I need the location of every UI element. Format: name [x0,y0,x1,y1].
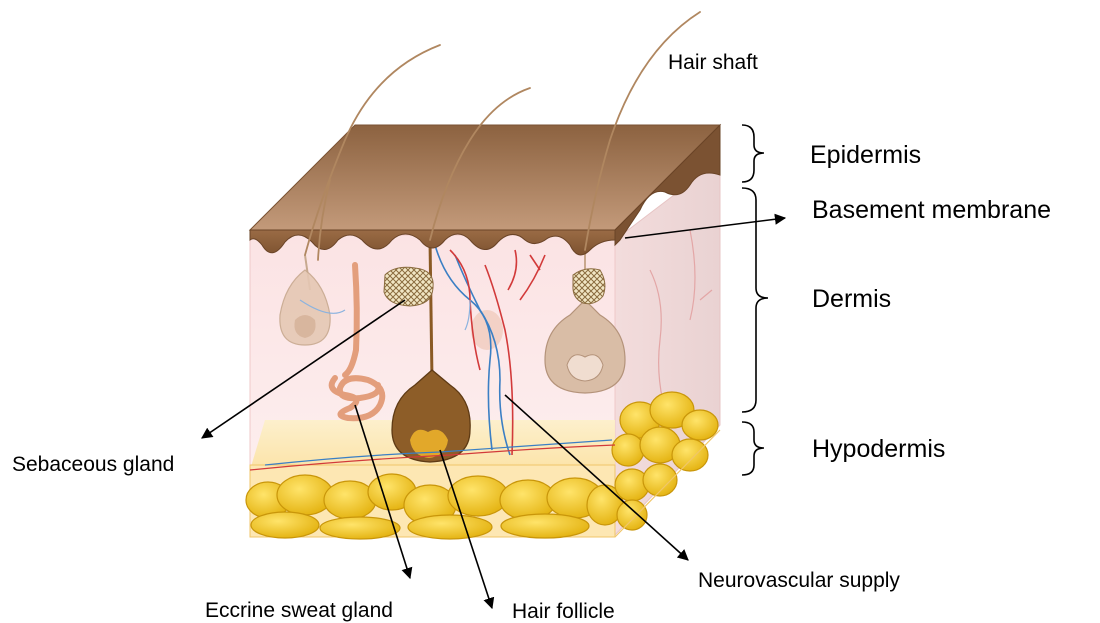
fat-lobules-side [612,392,718,530]
nerve-corpuscle [471,310,503,350]
epidermis-brace [742,125,764,182]
layer-braces [742,125,768,475]
label-hypodermis: Hypodermis [812,435,945,463]
sebaceous-gland-right [573,269,605,304]
label-neurovascular-supply: Neurovascular supply [698,569,900,592]
sebaceous-gland-left [384,267,433,306]
label-hair-follicle: Hair follicle [512,600,615,623]
label-hair-shaft: Hair shaft [668,51,758,74]
hypodermis-brace [742,422,764,475]
label-dermis: Dermis [812,285,891,313]
label-sebaceous-gland: Sebaceous gland [12,453,174,476]
label-eccrine-sweat-gland: Eccrine sweat gland [205,599,393,622]
label-epidermis: Epidermis [810,141,921,169]
label-basement-membrane: Basement membrane [812,196,1051,224]
